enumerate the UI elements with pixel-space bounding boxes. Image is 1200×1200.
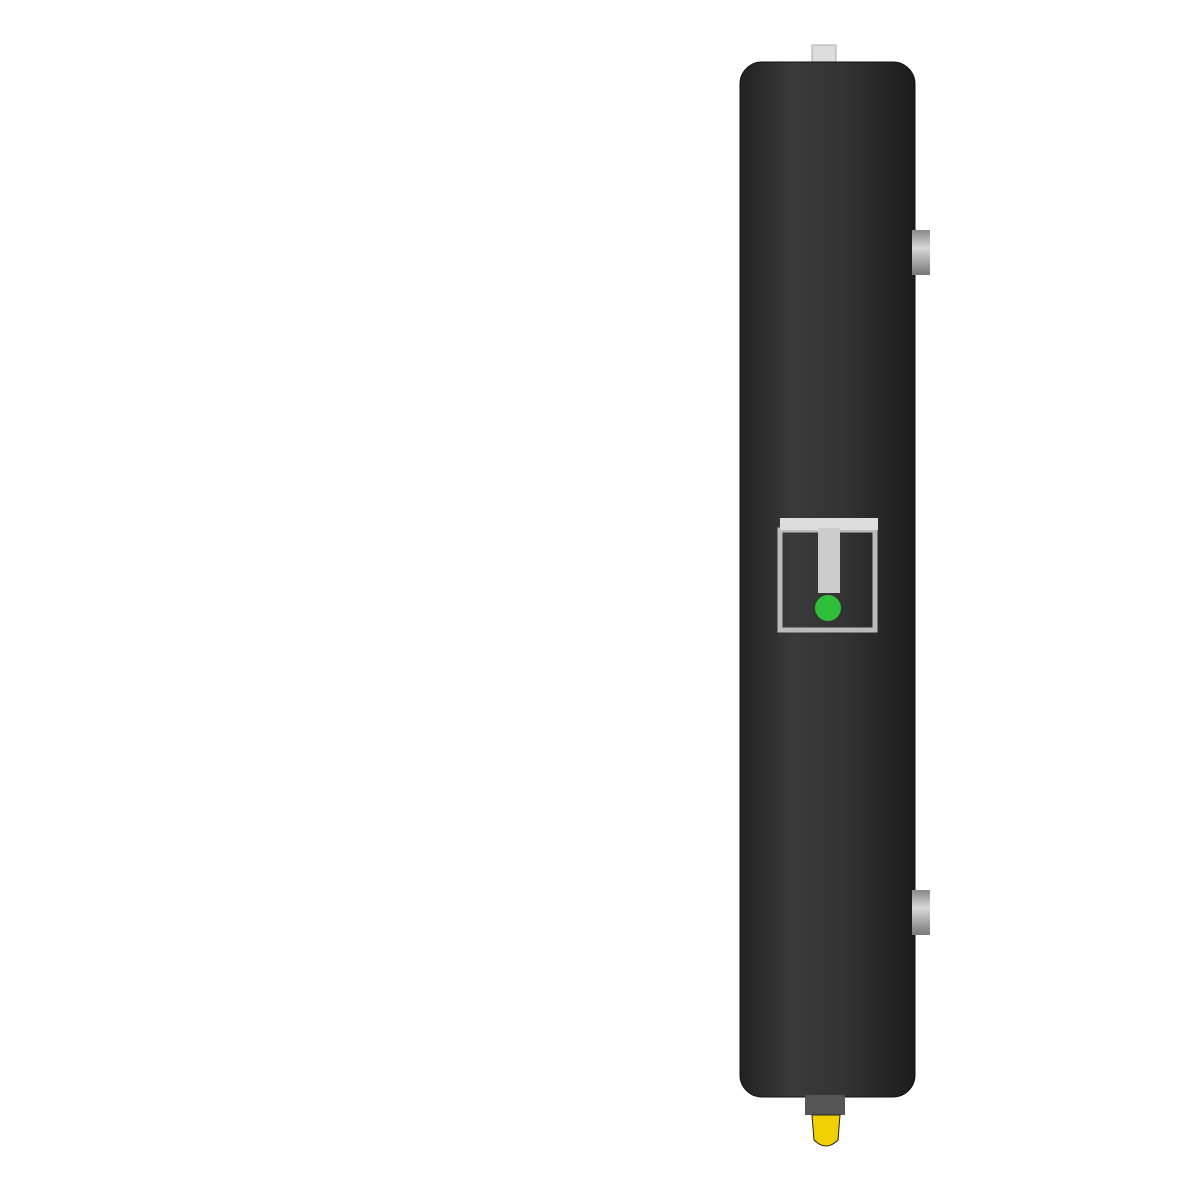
indicator-light (815, 595, 841, 621)
sensor-pocket (777, 518, 878, 633)
drain-cap (811, 1114, 841, 1147)
low-loss-header-tank (739, 44, 930, 1147)
drain-valve (805, 1095, 845, 1115)
